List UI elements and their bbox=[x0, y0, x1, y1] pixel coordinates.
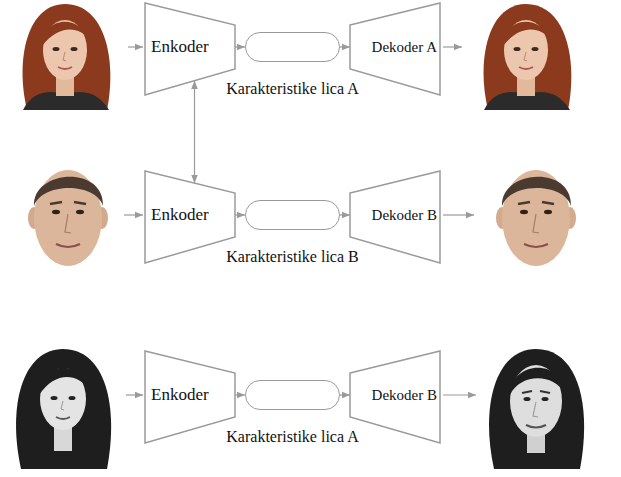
decoder-block: Dekoder A bbox=[350, 3, 440, 95]
rounded-box-outline bbox=[245, 200, 340, 230]
flow-arrow bbox=[340, 214, 350, 215]
rounded-box-outline bbox=[245, 32, 340, 62]
latent-vector: Karakteristike lica A bbox=[245, 32, 340, 62]
latent-label: Karakteristike lica B bbox=[224, 248, 360, 266]
decoder-block: Dekoder B bbox=[350, 351, 440, 443]
latent-label: Karakteristike lica A bbox=[224, 80, 360, 98]
rounded-box-outline bbox=[245, 380, 340, 410]
latent-vector: Karakteristike lica B bbox=[245, 200, 340, 230]
face-photo-a-output bbox=[484, 4, 572, 110]
flow-arrow bbox=[235, 394, 245, 395]
shared-weights-arrow bbox=[194, 81, 195, 183]
encoder-block: Enkoder bbox=[145, 3, 235, 95]
flow-arrow bbox=[235, 214, 245, 215]
face-photo-swapped-bw bbox=[489, 349, 584, 469]
image-arrows bbox=[124, 47, 476, 395]
decoder-label: Dekoder A bbox=[372, 39, 437, 56]
encoder-label: Enkoder bbox=[151, 205, 209, 225]
face-photo-b bbox=[28, 170, 108, 266]
flow-arrow bbox=[340, 394, 350, 395]
encoder-block: Enkoder bbox=[145, 351, 235, 443]
decoder-label: Dekoder B bbox=[372, 207, 437, 224]
flow-arrow bbox=[235, 46, 245, 47]
decoder-block: Dekoder B bbox=[350, 171, 440, 263]
face-photo-a-bw bbox=[16, 349, 111, 469]
latent-label: Karakteristike lica A bbox=[224, 428, 360, 446]
flow-arrow bbox=[340, 46, 350, 47]
encoder-label: Enkoder bbox=[151, 385, 209, 405]
face-photo-b-output bbox=[496, 170, 576, 266]
encoder-block: Enkoder bbox=[145, 171, 235, 263]
encoder-label: Enkoder bbox=[151, 37, 209, 57]
face-photo-a bbox=[23, 4, 111, 110]
decoder-label: Dekoder B bbox=[372, 387, 437, 404]
latent-vector: Karakteristike lica A bbox=[245, 380, 340, 410]
